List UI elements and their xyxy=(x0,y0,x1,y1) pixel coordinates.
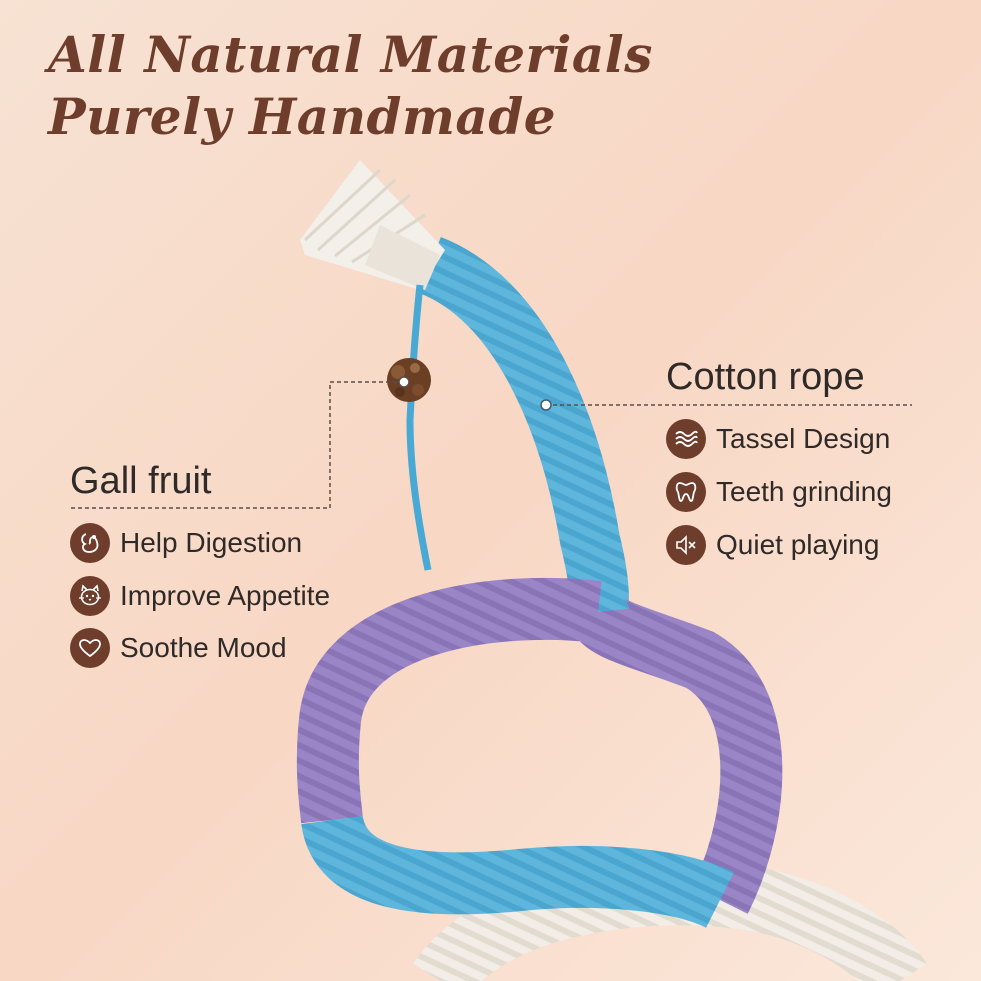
waves-icon xyxy=(666,419,706,459)
feature-tassel-design: Tassel Design xyxy=(666,419,890,459)
gall-fruit-leader-line xyxy=(70,381,404,509)
headline-line-2: Purely Handmade xyxy=(48,87,557,146)
gall-fruit-string xyxy=(406,284,432,571)
feature-label: Quiet playing xyxy=(716,529,880,560)
heart-icon xyxy=(70,628,110,668)
feature-label: Tassel Design xyxy=(716,423,891,454)
tooth-icon xyxy=(666,472,706,512)
digestion-icon xyxy=(70,523,110,563)
rope-blue-lower-segment xyxy=(301,813,734,929)
feature-label: Teeth grinding xyxy=(716,476,892,507)
headline-line-1: All Natural Materials xyxy=(48,25,653,84)
feature-improve-appetite: Improve Appetite xyxy=(70,576,330,616)
feature-help-digestion: Help Digestion xyxy=(70,523,302,563)
feature-label: Help Digestion xyxy=(120,527,303,558)
feature-quiet-playing: Quiet playing xyxy=(666,525,879,565)
feature-soothe-mood: Soothe Mood xyxy=(70,628,287,668)
gall-fruit-title: Gall fruit xyxy=(70,460,212,502)
feature-label: Improve Appetite xyxy=(120,580,331,611)
feature-teeth-grinding: Teeth grinding xyxy=(666,472,892,512)
rope-purple-segment xyxy=(296,577,783,914)
feature-label: Soothe Mood xyxy=(120,632,287,663)
mute-speaker-icon xyxy=(666,525,706,565)
cotton-rope-title: Cotton rope xyxy=(666,356,865,398)
cat-face-icon xyxy=(70,576,110,616)
rope-tassel xyxy=(300,160,445,290)
